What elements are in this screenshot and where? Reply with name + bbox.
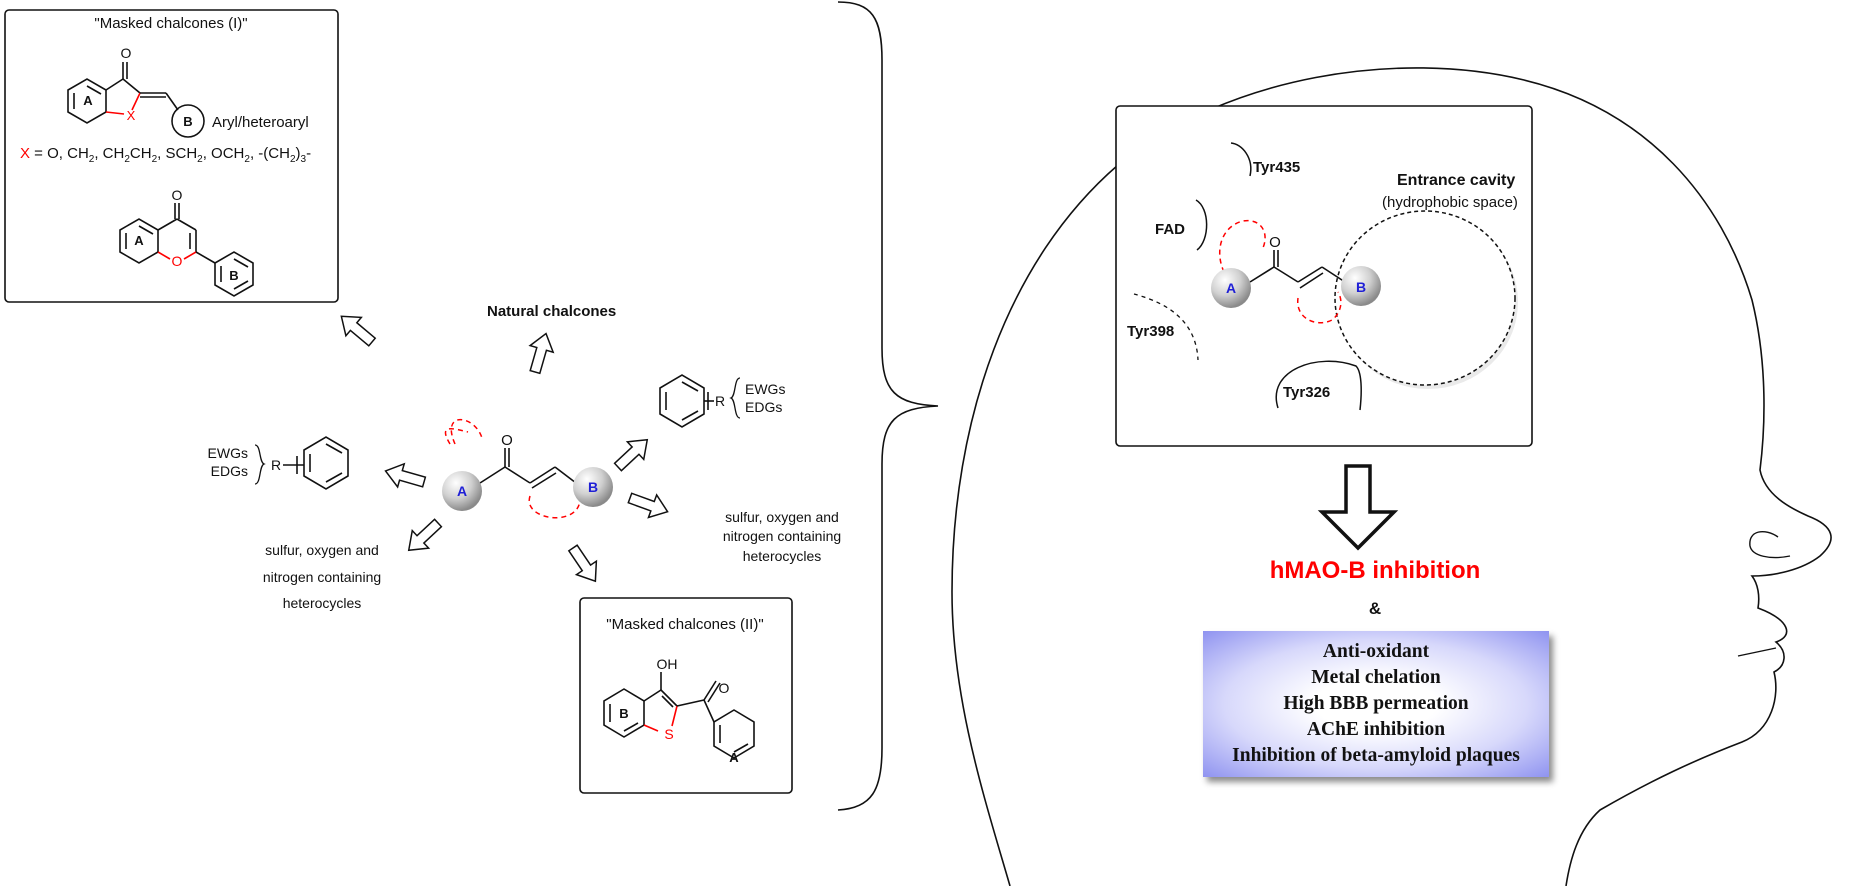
left-ewgs: EWGs	[208, 445, 248, 461]
property-amyloid-inhibition: Inhibition of beta-amyloid plaques	[1232, 745, 1520, 766]
flavone-ring-o: O	[172, 253, 183, 269]
binding-ring-a	[1211, 268, 1251, 308]
mouth-line	[1737, 647, 1777, 657]
binding-o-label: O	[1269, 234, 1281, 251]
arrow-to-masked-ii	[567, 544, 598, 583]
x-definition: X = O, CH2, CH2CH2, SCH2, OCH2, -(CH2)3-	[20, 145, 311, 165]
right-ewgs: EWGs	[745, 381, 785, 397]
hetero-right-line-1: sulfur, oxygen and	[725, 509, 839, 525]
masked-chalcones-i-title: "Masked chalcones (I)"	[94, 15, 247, 32]
property-bbb-permeation: High BBB permeation	[1283, 693, 1469, 714]
binding-a-label: A	[1226, 280, 1236, 296]
core-ring-b	[573, 467, 613, 507]
nose-nostril	[1749, 530, 1791, 559]
ampersand: &	[1369, 599, 1381, 618]
ring-a-label: A	[83, 93, 93, 108]
hmao-b-title: hMAO-B inhibition	[1270, 557, 1481, 584]
flavone-ring-b: B	[229, 268, 238, 283]
masked-ii-carbonyl-o: O	[719, 680, 730, 696]
arrow-to-ring-left	[384, 462, 427, 489]
binding-ring-b	[1341, 266, 1381, 306]
right-edgs: EDGs	[745, 399, 782, 415]
right-substituted-ring: R EWGs EDGs	[659, 374, 785, 428]
core-b-label: B	[588, 479, 598, 495]
hydrophobic-label: (hydrophobic space)	[1382, 194, 1518, 211]
masked-chalcones-ii-panel: "Masked chalcones (II)" OH O S B A	[579, 597, 793, 794]
hetero-right-line-3: heterocycles	[743, 548, 822, 564]
arrow-to-natural	[528, 332, 555, 375]
flavone-carbonyl-o: O	[172, 187, 183, 203]
binding-b-label: B	[1356, 279, 1366, 295]
fad-label: FAD	[1155, 221, 1185, 238]
sulfur-label: S	[664, 726, 673, 742]
hetero-left-line-3: heterocycles	[283, 595, 362, 611]
masked-ii-ring-a: A	[729, 750, 739, 765]
left-r-label: R	[271, 457, 281, 473]
left-substituted-ring: EWGs EDGs R	[208, 436, 349, 490]
hetero-right-line-2: nitrogen containing	[723, 528, 841, 544]
curly-brace	[837, 1, 939, 811]
chalcone-core: A B O	[442, 418, 613, 519]
aryl-label: Aryl/heteroaryl	[212, 114, 309, 131]
down-arrow	[1317, 464, 1399, 551]
aurone-structure	[67, 62, 205, 138]
head-silhouette	[951, 67, 1832, 886]
arrow-to-masked-i	[340, 315, 377, 347]
entrance-cavity-label: Entrance cavity	[1397, 172, 1515, 189]
core-ring-a	[442, 471, 482, 511]
hetero-left-text: sulfur, oxygen and nitrogen containing h…	[263, 542, 381, 611]
core-a-label: A	[457, 483, 467, 499]
binding-site-panel: Tyr435 Entrance cavity (hydrophobic spac…	[1115, 105, 1533, 447]
hetero-left-line-1: sulfur, oxygen and	[265, 542, 379, 558]
masked-ii-ring-b: B	[619, 706, 628, 721]
flavone-structure	[119, 203, 254, 297]
arrow-to-ring-right	[613, 438, 649, 472]
ring-b-label: B	[183, 114, 192, 129]
property-metal-chelation: Metal chelation	[1311, 667, 1441, 688]
tyr435-label: Tyr435	[1253, 159, 1300, 176]
carbonyl-o-label: O	[121, 45, 132, 61]
right-r-label: R	[715, 393, 725, 409]
hetero-right-text: sulfur, oxygen and nitrogen containing h…	[723, 509, 841, 564]
arrow-to-hetero-left	[407, 518, 443, 552]
tyr326-label: Tyr326	[1283, 384, 1330, 401]
properties-box: Anti-oxidant Metal chelation High BBB pe…	[1203, 631, 1549, 777]
core-o-label: O	[501, 432, 513, 449]
property-antioxidant: Anti-oxidant	[1322, 641, 1430, 662]
oh-label: OH	[657, 656, 678, 672]
masked-chalcones-ii-title: "Masked chalcones (II)"	[606, 616, 763, 633]
masked-chalcones-i-panel: "Masked chalcones (I)" O A X B Aryl/hete…	[4, 9, 339, 303]
arrow-to-hetero-right	[627, 492, 669, 519]
hetero-x-label: X	[127, 108, 136, 123]
left-edgs: EDGs	[211, 463, 248, 479]
flavone-ring-a: A	[134, 233, 144, 248]
property-ache-inhibition: AChE inhibition	[1306, 719, 1446, 740]
tyr398-label: Tyr398	[1127, 323, 1174, 340]
hetero-left-line-2: nitrogen containing	[263, 569, 381, 585]
natural-chalcones-label: Natural chalcones	[487, 303, 616, 320]
